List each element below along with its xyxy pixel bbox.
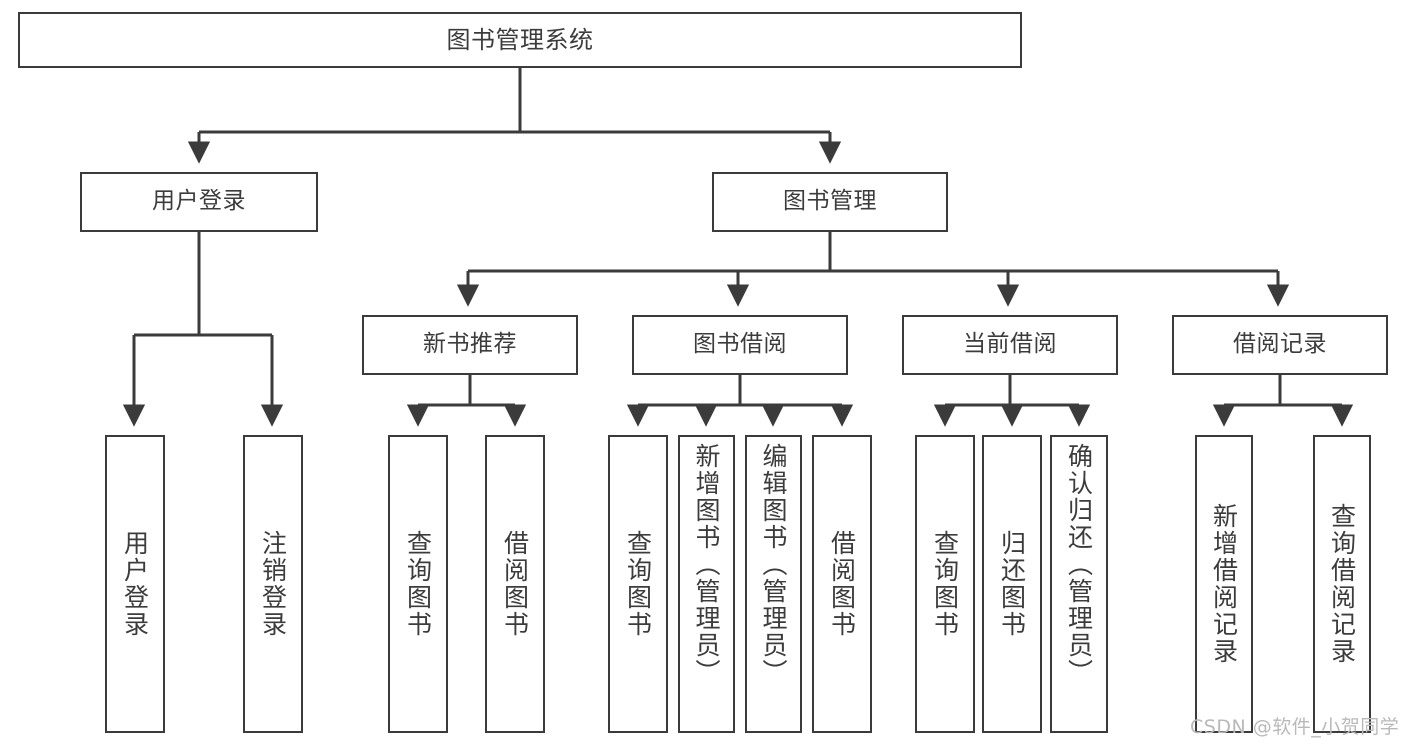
node-leaf-add-record[interactable]: 新增借阅记录 [1195, 435, 1253, 733]
node-root[interactable]: 图书管理系统 [18, 12, 1022, 68]
node-root-label: 图书管理系统 [446, 25, 594, 54]
node-current-borrow[interactable]: 当前借阅 [902, 315, 1118, 375]
node-leaf-add-book[interactable]: 新增图书（管理员） [678, 435, 735, 733]
node-leaf-edit-book-label: 编辑图书（管理员） [759, 443, 788, 686]
node-leaf-query-book-a-label: 查询图书 [403, 530, 433, 638]
node-book-borrow[interactable]: 图书借阅 [632, 315, 848, 375]
node-leaf-query-book-a[interactable]: 查询图书 [388, 435, 448, 733]
node-leaf-confirm-return[interactable]: 确认归还（管理员） [1050, 435, 1108, 733]
node-new-book-recommend-label: 新书推荐 [423, 331, 517, 358]
node-leaf-borrow-book-b-label: 借阅图书 [827, 530, 857, 638]
node-leaf-user-login[interactable]: 用户登录 [105, 435, 165, 733]
node-leaf-return-book[interactable]: 归还图书 [982, 435, 1042, 733]
csdn-watermark: CSDN @软件_小贺同学 [1190, 716, 1400, 738]
node-user-login-label: 用户登录 [152, 188, 246, 215]
node-leaf-query-book-c-label: 查询图书 [930, 530, 960, 638]
node-leaf-query-book-b-label: 查询图书 [623, 530, 653, 638]
node-leaf-logout-label: 注销登录 [258, 530, 288, 638]
node-borrow-record-label: 借阅记录 [1233, 331, 1327, 358]
node-user-login[interactable]: 用户登录 [80, 172, 318, 232]
node-leaf-edit-book[interactable]: 编辑图书（管理员） [745, 435, 802, 733]
node-borrow-record[interactable]: 借阅记录 [1172, 315, 1388, 375]
node-leaf-user-login-label: 用户登录 [120, 530, 150, 638]
node-leaf-return-book-label: 归还图书 [997, 530, 1027, 638]
node-book-manage[interactable]: 图书管理 [712, 172, 948, 232]
node-leaf-logout[interactable]: 注销登录 [243, 435, 303, 733]
node-current-borrow-label: 当前借阅 [963, 331, 1057, 358]
node-book-borrow-label: 图书借阅 [693, 331, 787, 358]
node-leaf-query-book-b[interactable]: 查询图书 [608, 435, 668, 733]
node-new-book-recommend[interactable]: 新书推荐 [362, 315, 578, 375]
node-book-manage-label: 图书管理 [783, 188, 877, 215]
node-leaf-query-record-label: 查询借阅记录 [1327, 503, 1357, 665]
node-leaf-borrow-book-a-label: 借阅图书 [500, 530, 530, 638]
node-leaf-query-book-c[interactable]: 查询图书 [915, 435, 975, 733]
node-leaf-borrow-book-a[interactable]: 借阅图书 [485, 435, 545, 733]
node-leaf-add-record-label: 新增借阅记录 [1209, 503, 1239, 665]
node-leaf-confirm-return-label: 确认归还（管理员） [1064, 443, 1094, 686]
node-leaf-borrow-book-b[interactable]: 借阅图书 [812, 435, 872, 733]
node-leaf-query-record[interactable]: 查询借阅记录 [1313, 435, 1371, 733]
node-leaf-add-book-label: 新增图书（管理员） [692, 443, 721, 686]
